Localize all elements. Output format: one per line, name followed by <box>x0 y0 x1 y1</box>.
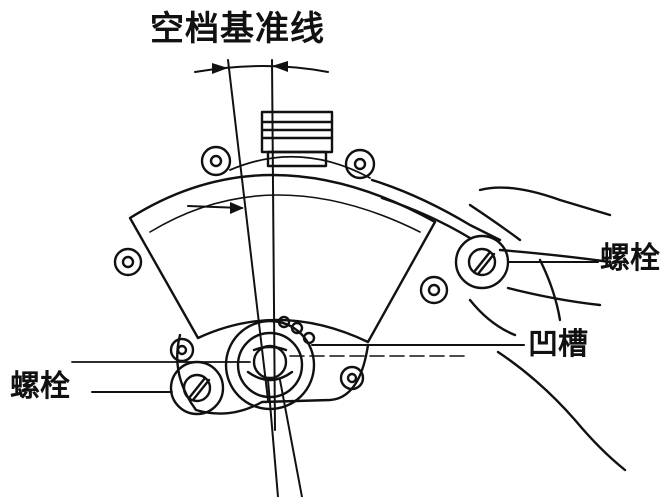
bolt-right-label: 螺栓 <box>600 241 660 276</box>
ear-top-mid <box>344 148 376 180</box>
ear-bottom-left <box>169 337 195 363</box>
neutral-baseline-label: 空档基准线 <box>150 9 325 49</box>
shaft-inner <box>252 344 288 380</box>
sector-housing <box>128 173 437 344</box>
ear-top-left <box>200 145 232 177</box>
angle-arc <box>194 65 329 73</box>
sector-inner-arc <box>149 194 421 233</box>
lever-arm <box>370 178 502 242</box>
bolt-left-label: 螺栓 <box>10 369 70 404</box>
neutral-baseline-1 <box>227 59 269 401</box>
ear-right <box>419 275 449 305</box>
ear-left <box>113 247 143 277</box>
hand-outline <box>478 186 612 217</box>
groove-label: 凹槽 <box>528 327 588 362</box>
neutral-baseline-2 <box>271 59 276 431</box>
base-plate <box>176 333 370 415</box>
